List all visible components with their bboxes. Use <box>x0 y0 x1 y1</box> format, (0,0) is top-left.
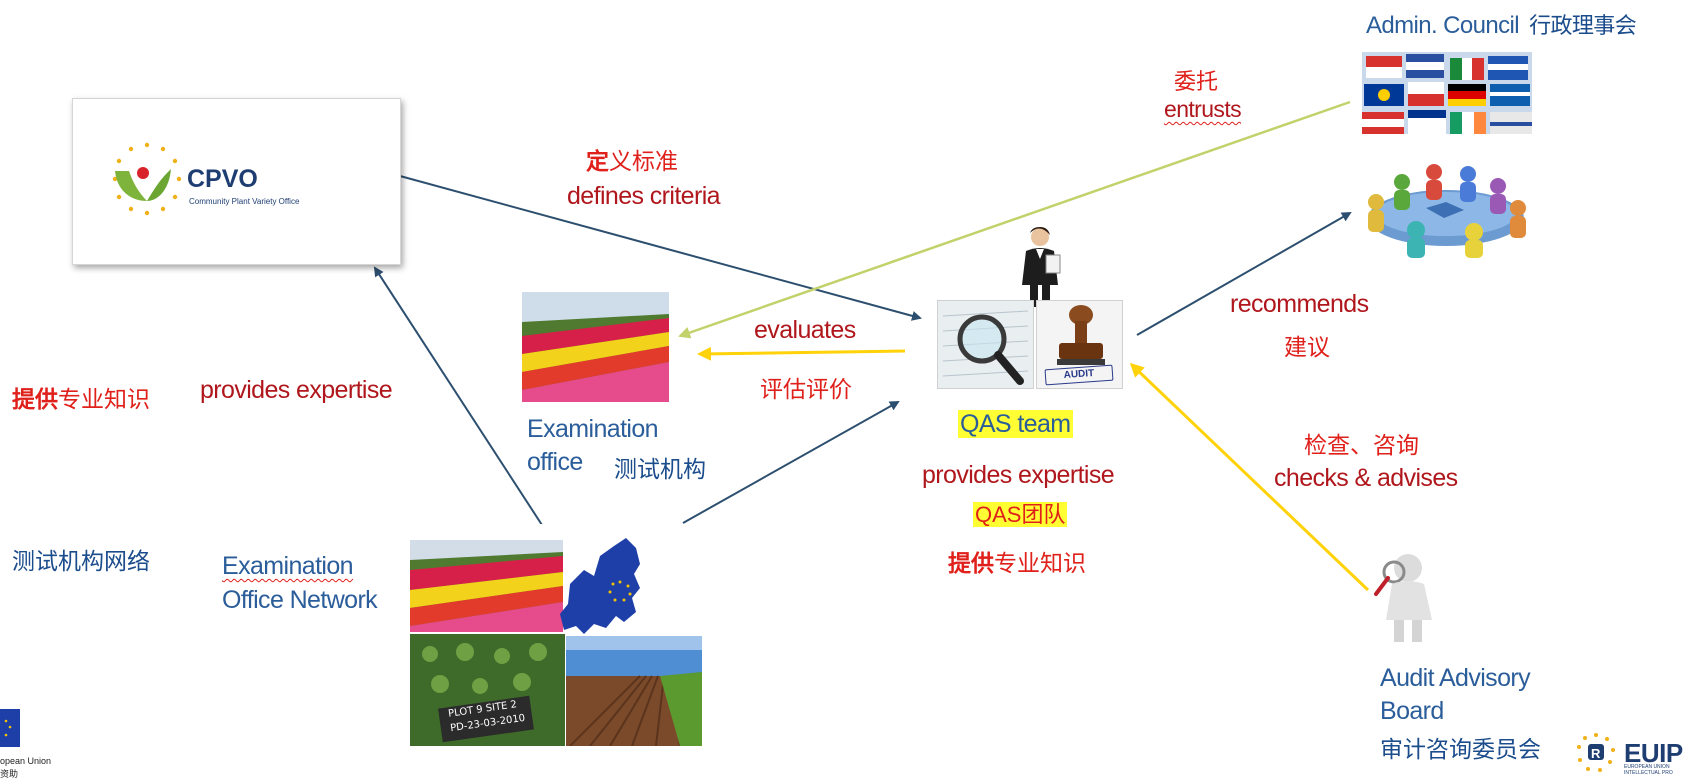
arrow-evaluates <box>697 346 906 361</box>
eu-flag-icon <box>0 709 20 747</box>
cpvo-box: CPVO Community Plant Variety Office <box>72 98 401 265</box>
network-photo-collage: PLOT 9 SITE 2 PD-23-03-2010 <box>410 524 702 746</box>
euipo-line2: INTELLECTUAL PRO <box>1624 770 1673 776</box>
defines-cn-rest: 义标准 <box>609 148 678 174</box>
admin-council-label: Admin. Council 行政理事会 <box>1366 8 1637 40</box>
recommends-en: recommends <box>1230 290 1369 318</box>
businesswoman-icon <box>1022 227 1061 307</box>
admin-council-en: Admin. Council <box>1366 12 1520 39</box>
qas-team-cn: QAS团队 <box>973 502 1068 527</box>
audit-figure-icon <box>1374 554 1432 642</box>
left-expertise-cn-bold: 提供 <box>12 386 58 412</box>
arrow-provides-expertise <box>373 266 543 526</box>
qas-team-label: QAS team <box>958 410 1073 439</box>
arrow-recommends <box>1136 212 1352 336</box>
arrow-defines-criteria <box>399 175 922 321</box>
checks-cn: 检查、咨询 <box>1304 432 1419 458</box>
audit-board-cn: 审计咨询委员会 <box>1380 736 1541 762</box>
cpvo-logo-text: CPVO <box>187 165 258 193</box>
defines-cn-bold: 定 <box>586 148 609 174</box>
svg-text:R: R <box>1591 746 1601 761</box>
qas-team-en: QAS team <box>958 410 1073 438</box>
network-cn: 测试机构网络 <box>12 548 150 574</box>
evaluates-en: evaluates <box>754 316 856 344</box>
entrusts-en: entrusts <box>1164 96 1242 122</box>
council-meeting-image <box>1356 160 1536 258</box>
cpvo-logo-icon <box>112 142 182 216</box>
qas-expertise-cn-bold: 提供 <box>948 550 994 576</box>
recommends-cn: 建议 <box>1284 334 1330 360</box>
left-expertise-cn: 提供专业知识 <box>12 380 150 414</box>
qas-expertise-cn-rest: 专业知识 <box>994 550 1086 576</box>
euipo-line1: EUROPEAN UNION <box>1624 764 1670 770</box>
eu-footer-line1: opean Union <box>0 756 52 766</box>
defines-cn: 定义标准 <box>586 142 678 176</box>
audit-board-line1: Audit Advisory <box>1380 664 1531 692</box>
qas-team-cn-label: QAS团队 <box>973 497 1068 529</box>
evaluates-cn: 评估评价 <box>760 376 852 402</box>
arrow-checks-advises <box>1129 362 1370 592</box>
tulip-field-image <box>522 292 669 402</box>
audit-stamp-image: AUDIT <box>1036 300 1123 389</box>
euipo-star-logo: R <box>1577 733 1615 772</box>
checks-en: checks & advises <box>1274 464 1458 492</box>
eu-footer-line2: 资助 <box>0 769 19 779</box>
admin-council-cn: 行政理事会 <box>1529 13 1637 38</box>
magnifier-image <box>937 300 1034 389</box>
euipo-logo-text: EUIP <box>1624 738 1683 768</box>
qas-expertise-en: provides expertise <box>922 461 1115 489</box>
arrow-network-to-qas <box>682 401 900 524</box>
left-expertise-cn-rest: 专业知识 <box>58 386 150 412</box>
exam-office-line2: office <box>527 448 583 476</box>
exam-office-cn: 测试机构 <box>614 456 706 482</box>
exam-office-line1: Examination <box>527 415 659 443</box>
flags-image <box>1362 52 1532 134</box>
network-line2: Office Network <box>222 586 378 614</box>
qas-expertise-cn: 提供专业知识 <box>948 544 1086 578</box>
entrusts-cn: 委托 <box>1174 69 1219 94</box>
audit-board-line2: Board <box>1380 697 1444 725</box>
network-line1: Examination <box>222 552 354 580</box>
cpvo-logo-subtitle: Community Plant Variety Office <box>189 197 300 206</box>
left-expertise-en: provides expertise <box>200 376 393 404</box>
defines-en: defines criteria <box>567 182 721 210</box>
arrow-entrusts <box>678 100 1351 339</box>
